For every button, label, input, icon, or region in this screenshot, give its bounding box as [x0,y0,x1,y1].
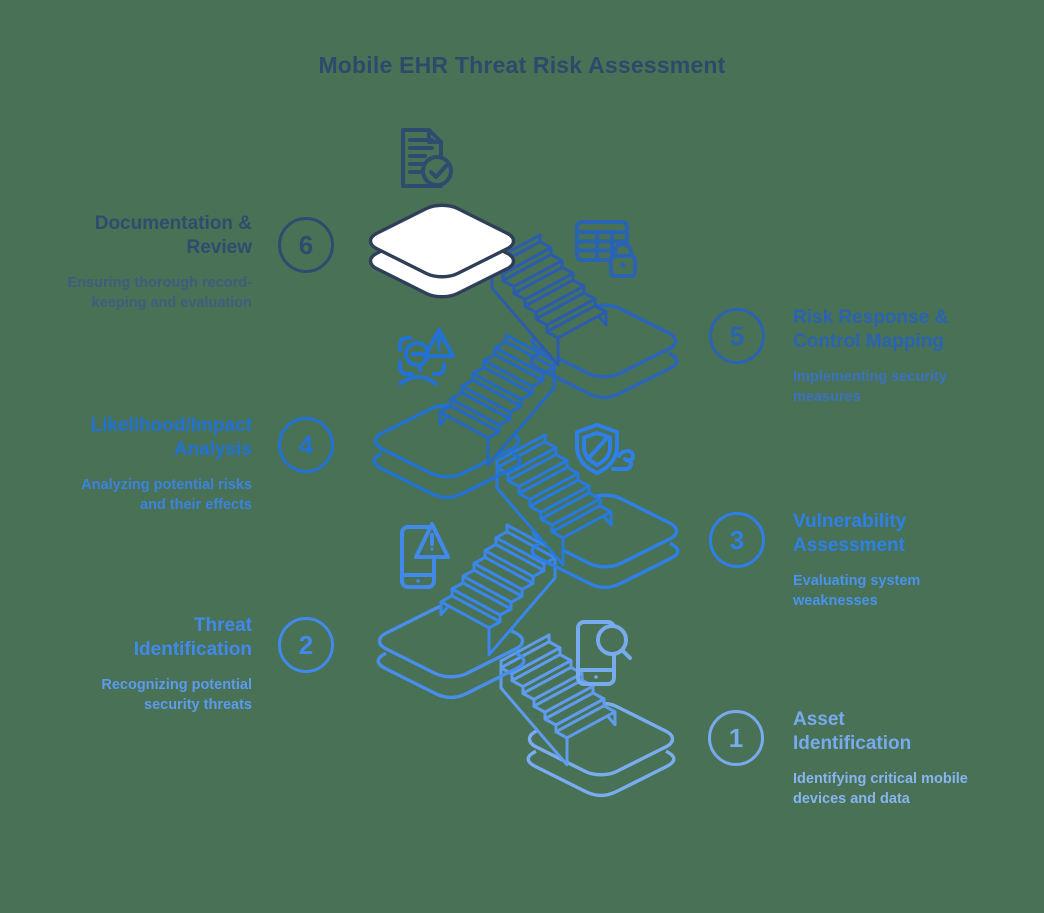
step-title: Vulnerability Assessment [793,511,907,556]
step-subtitle: Recognizing potential security threats [101,677,252,713]
stairs-5-4 [438,333,556,467]
step-subtitle: Ensuring thorough record- keeping and ev… [67,275,252,311]
step-2-block: Threat Identification Recognizing potent… [12,614,252,715]
step-subtitle: Implementing security measures [793,369,947,405]
step-title: Documentation & Review [94,213,252,258]
phone-warning-icon [400,522,450,589]
face-scan-warning-icon [398,328,455,386]
step-subtitle: Evaluating system weaknesses [793,573,921,609]
step-1-block: Asset Identification Identifying critica… [793,708,1033,809]
step-title: Asset Identification [793,709,912,754]
step-5-block: Risk Response & Control Mapping Implemen… [793,306,1033,407]
stairs-6-5 [490,233,608,367]
step-subtitle: Analyzing potential risks and their effe… [81,477,252,513]
step-6-block: Documentation & Review Ensuring thorough… [12,212,252,313]
step-title: Likelihood/Impact Analysis [90,415,252,460]
step-4-block: Likelihood/Impact Analysis Analyzing pot… [12,414,252,515]
shield-wind-icon [575,423,635,475]
step-number-badge-6: 6 [278,217,334,273]
step-subtitle: Identifying critical mobile devices and … [793,771,968,807]
stairs-4-3 [495,433,613,567]
step-number-badge-3: 3 [709,512,765,568]
step-number-badge-5: 5 [709,308,765,364]
page-title: Mobile EHR Threat Risk Assessment [318,52,726,78]
step-3-block: Vulnerability Assessment Evaluating syst… [793,510,1033,611]
phone-search-icon [576,620,632,686]
step-title: Risk Response & Control Mapping [793,307,949,352]
step-number-badge-1: 1 [708,710,764,766]
document-check-icon [401,128,453,188]
step-number-badge-4: 4 [278,417,334,473]
step-number-badge-2: 2 [278,617,334,673]
step-title: Threat Identification [133,615,252,660]
platform-6 [361,201,522,302]
stairs-3-2 [439,523,557,657]
table-lock-icon [575,220,637,278]
